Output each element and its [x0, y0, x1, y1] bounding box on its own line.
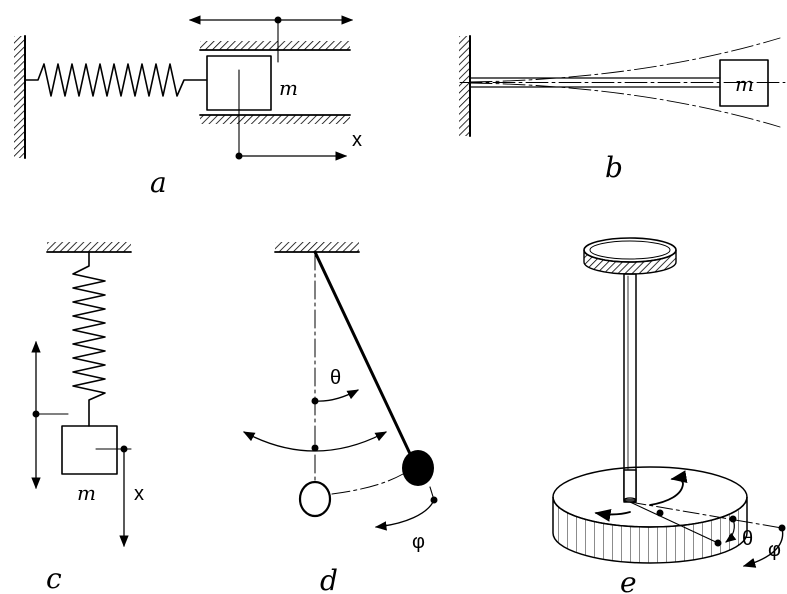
caption-b: b — [605, 151, 623, 184]
phi-link-d — [429, 486, 435, 501]
mass-label-b: m — [735, 72, 754, 96]
phi-label-d: φ — [412, 531, 425, 553]
guide-bottom-hatch-a — [200, 115, 350, 124]
mass-block-b — [719, 59, 769, 107]
caption-a: a — [150, 166, 167, 199]
wall-hatch-b — [459, 36, 470, 136]
ceiling-hatch-d — [275, 242, 359, 252]
rest-arc-d — [331, 473, 404, 495]
panel-a: m x a — [14, 15, 362, 199]
pendulum-bob-d — [402, 450, 434, 486]
caption-e: e — [620, 566, 637, 594]
theta-arc-e — [725, 518, 737, 543]
deflection-lower-b — [469, 82, 781, 128]
x-axis-label-c: x — [134, 483, 144, 505]
panel-b: m b — [459, 35, 786, 184]
phi-arc-d — [374, 499, 435, 531]
swing-point-d — [311, 444, 319, 452]
wall-hatch-a — [14, 36, 25, 158]
caption-c: c — [46, 562, 62, 594]
spring-a — [24, 63, 207, 97]
phi-arc-e — [742, 527, 784, 568]
rest-position-bob-d — [298, 480, 332, 518]
deflection-upper-b — [469, 37, 781, 83]
x-axis-label-a: x — [352, 129, 362, 151]
pendulum-rod-d — [313, 250, 414, 460]
theta-arc-d — [314, 389, 360, 402]
mass-label-c: m — [77, 481, 96, 505]
swing-arc-d — [242, 431, 388, 452]
guide-top-hatch-a — [200, 41, 350, 50]
ceiling-hatch-c — [47, 242, 131, 252]
disk-rim-e — [552, 496, 748, 564]
phi-label-e: φ — [768, 539, 781, 561]
radial-line-e — [629, 501, 783, 529]
disk-top-e — [552, 466, 748, 528]
top-ring-e — [583, 237, 677, 263]
panel-e: θ φ e — [552, 237, 786, 594]
rotation-arrow-right-e — [649, 470, 688, 506]
caption-d: d — [320, 564, 338, 594]
center-point-e — [656, 509, 664, 517]
top-ring-inner-e — [589, 240, 671, 260]
mass-label-a: m — [279, 76, 298, 100]
spring-c — [72, 251, 106, 427]
panel-d: θ φ d — [242, 242, 438, 594]
theta-end-e — [714, 539, 722, 547]
theta-label-e: θ — [742, 528, 753, 550]
theta-label-d: θ — [330, 367, 341, 389]
mass-block-c — [61, 425, 118, 475]
rotation-arrow-left-e — [594, 509, 631, 522]
panel-c: m x c — [31, 242, 144, 594]
rotated-line-e — [629, 501, 719, 544]
shaft-hub-e — [623, 469, 637, 501]
